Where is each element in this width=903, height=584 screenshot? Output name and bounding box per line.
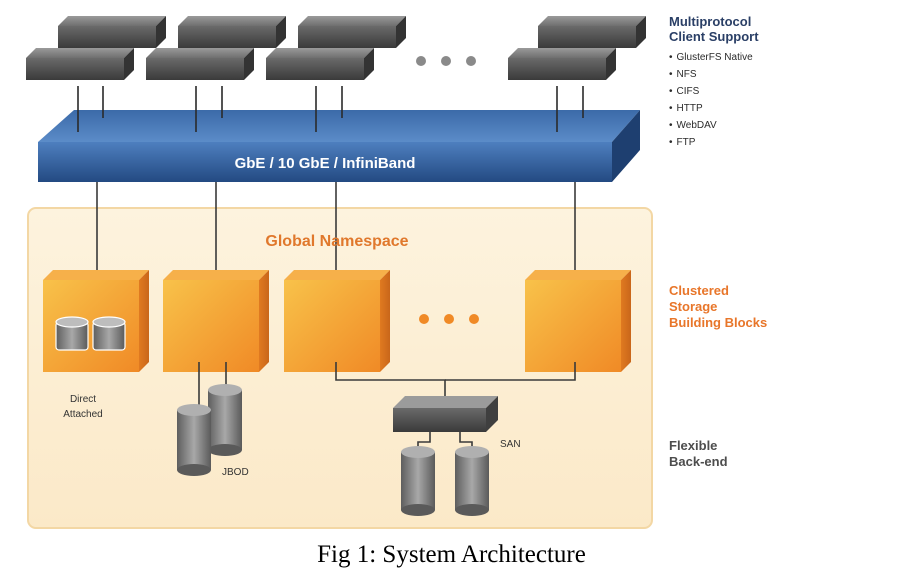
server-unit <box>266 48 374 80</box>
protocol-list: GlusterFS Native NFS CIFS HTTP WebDAV FT… <box>669 49 759 151</box>
san-switch <box>393 396 498 432</box>
storage-blocks <box>43 270 631 372</box>
server-unit <box>146 48 254 80</box>
server-unit <box>298 16 406 48</box>
server-unit <box>26 48 134 80</box>
direct-attached-line2: Attached <box>63 409 103 420</box>
figure-caption: Fig 1: System Architecture <box>317 541 586 568</box>
protocol-item: HTTP <box>669 100 759 117</box>
server-unit <box>178 16 286 48</box>
clustered-line-3: Building Blocks <box>669 315 768 330</box>
san-disks <box>401 446 489 516</box>
direct-attached-label: Direct Attached <box>48 392 118 422</box>
jbod-label: JBOD <box>222 467 249 478</box>
server-unit <box>538 16 646 48</box>
protocol-item: CIFS <box>669 83 759 100</box>
network-links <box>96 178 576 278</box>
direct-attached-disks <box>55 316 126 351</box>
backend-label: Flexible Back-end <box>669 438 728 470</box>
jbod-disks <box>177 384 242 476</box>
server-unit <box>58 16 166 48</box>
client-servers <box>26 16 646 80</box>
network-bar: GbE / 10 GbE / InfiniBand <box>38 110 640 182</box>
protocol-item: FTP <box>669 134 759 151</box>
server-links <box>77 86 584 132</box>
block-ellipsis <box>419 314 479 324</box>
clustered-line-1: Clustered <box>669 283 729 298</box>
clustered-line-2: Storage <box>669 299 718 314</box>
client-support-panel: Multiprotocol Client Support GlusterFS N… <box>669 14 759 151</box>
san-label: SAN <box>500 439 521 450</box>
storage-block <box>284 270 390 372</box>
backend-line-2: Back-end <box>669 454 728 469</box>
client-support-title-2: Client Support <box>669 29 759 44</box>
protocol-item: NFS <box>669 66 759 83</box>
namespace-label: Global Namespace <box>265 233 408 250</box>
protocol-item: WebDAV <box>669 117 759 134</box>
storage-block <box>163 270 269 372</box>
network-label: GbE / 10 GbE / InfiniBand <box>235 155 416 172</box>
server-unit <box>508 48 616 80</box>
backend-line-1: Flexible <box>669 438 718 453</box>
direct-attached-line1: Direct <box>69 394 97 405</box>
storage-block <box>525 270 631 372</box>
server-ellipsis <box>416 56 476 66</box>
clustered-storage-label: Clustered Storage Building Blocks <box>669 283 767 331</box>
client-support-title-1: Multiprotocol <box>669 14 752 29</box>
protocol-item: GlusterFS Native <box>669 49 759 66</box>
